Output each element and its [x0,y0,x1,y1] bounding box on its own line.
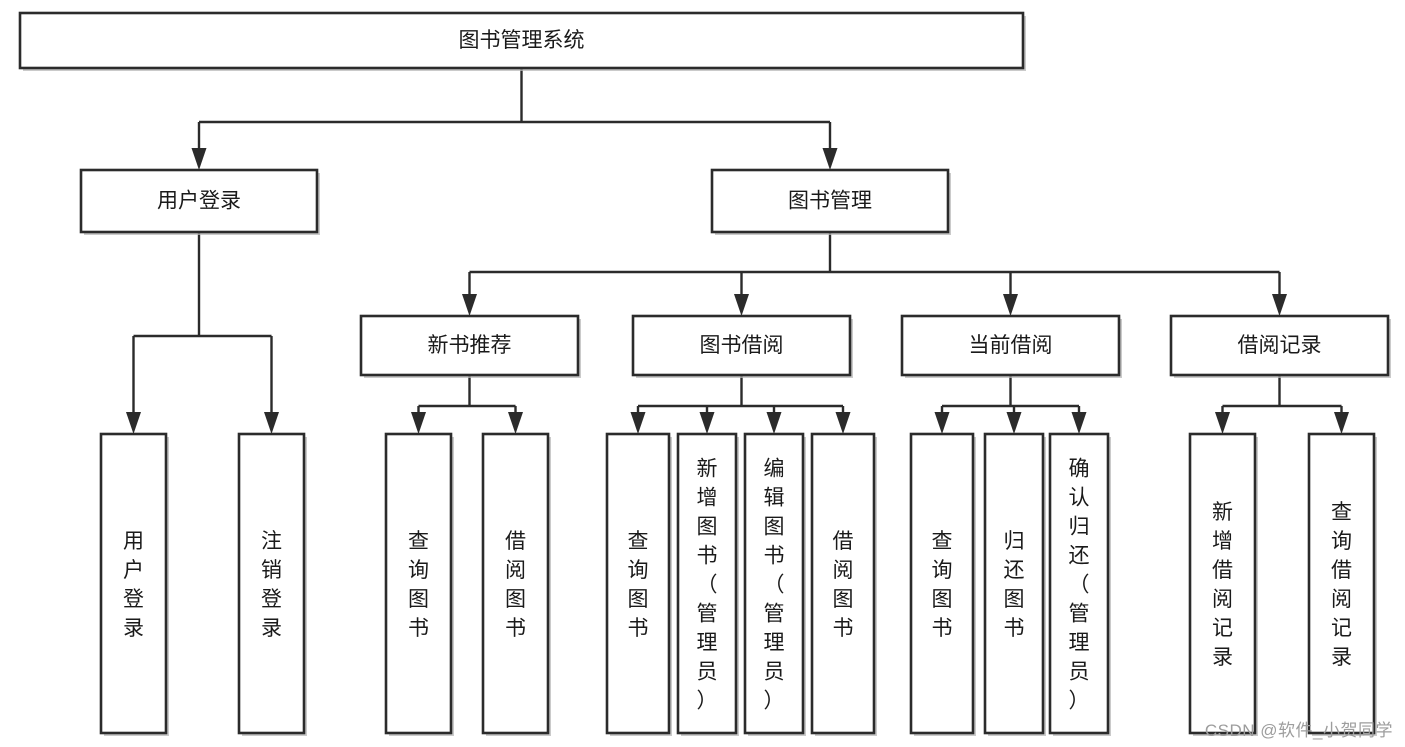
edge-group-book-borrow [630,375,851,434]
node-label: 借阅图书 [833,530,854,640]
arrow-head-icon [934,412,950,434]
arrow-head-icon [462,294,477,316]
node-leaf-return-book[interactable]: 归还图书 [983,432,1046,736]
edge-group-root [191,68,838,170]
node-leaf-logout[interactable]: 注销登录 [237,432,307,736]
node-box[interactable] [18,11,1025,70]
node-book-manage[interactable]: 图书管理 [710,168,951,235]
node-box[interactable] [481,432,550,735]
node-leaf-edit-book-admin[interactable]: 编辑图书（管理员） [743,432,806,736]
node-box[interactable] [1048,432,1110,735]
arrow-head-icon [699,412,715,434]
node-borrow-record[interactable]: 借阅记录 [1169,314,1391,378]
node-label: 图书管理 [788,190,872,213]
node-label: 查询借阅记录 [1331,501,1352,669]
node-box[interactable] [237,432,306,735]
node-box[interactable] [1169,314,1390,377]
edge-group-new-book-recommend [411,375,523,434]
edge-group-user-login [126,232,279,434]
node-book-borrow[interactable]: 图书借阅 [631,314,853,378]
node-box[interactable] [99,432,168,735]
edge-group-borrow-record [1215,375,1349,434]
node-label: 编辑图书（管理员） [764,458,785,713]
node-box[interactable] [359,314,580,377]
node-box[interactable] [605,432,671,735]
nodes-layer: 图书管理系统用户登录图书管理新书推荐图书借阅当前借阅借阅记录用户登录注销登录查询… [18,11,1391,736]
edge-group-book-manage [462,232,1287,316]
arrow-head-icon [630,412,646,434]
arrow-head-icon [734,294,749,316]
arrow-head-icon [191,148,207,170]
node-box[interactable] [900,314,1121,377]
arrow-head-icon [835,412,851,434]
node-current-borrow[interactable]: 当前借阅 [900,314,1122,378]
node-label: 归还图书 [1004,530,1025,640]
arrow-head-icon [1006,412,1022,434]
node-label: 当前借阅 [969,334,1053,357]
node-label: 查询图书 [628,530,649,640]
node-leaf-query-book-2[interactable]: 查询图书 [605,432,672,736]
arrow-head-icon [1003,294,1018,316]
node-box[interactable] [983,432,1045,735]
node-label: 新增图书（管理员） [697,458,718,713]
node-label: 用户登录 [157,190,241,213]
node-label: 查询图书 [932,530,953,640]
node-box[interactable] [743,432,805,735]
node-leaf-add-record[interactable]: 新增借阅记录 [1188,432,1258,736]
arrow-head-icon [822,148,838,170]
node-box[interactable] [676,432,738,735]
arrow-head-icon [126,412,141,434]
arrow-head-icon [1071,412,1087,434]
arrow-head-icon [264,412,279,434]
node-label: 用户登录 [123,530,144,640]
node-label: 注销登录 [261,530,282,640]
node-leaf-confirm-return-admin[interactable]: 确认归还（管理员） [1048,432,1111,736]
arrow-head-icon [1272,294,1287,316]
node-leaf-user-login[interactable]: 用户登录 [99,432,169,736]
edges-layer [126,68,1349,434]
node-leaf-query-record[interactable]: 查询借阅记录 [1307,432,1377,736]
node-box[interactable] [631,314,852,377]
node-label: 图书借阅 [700,334,784,357]
node-label: 借阅记录 [1238,334,1322,357]
edge-group-current-borrow [934,375,1087,434]
node-box[interactable] [384,432,453,735]
arrow-head-icon [411,412,426,434]
node-leaf-borrow-book-2[interactable]: 借阅图书 [810,432,877,736]
node-box[interactable] [79,168,319,234]
node-box[interactable] [1307,432,1376,735]
node-user-login[interactable]: 用户登录 [79,168,320,235]
node-leaf-query-book-3[interactable]: 查询图书 [909,432,976,736]
node-box[interactable] [710,168,950,234]
node-label: 确认归还（管理员） [1069,458,1090,713]
watermark-text: CSDN @软件_小贺同学 [1204,721,1393,740]
node-leaf-borrow-book-1[interactable]: 借阅图书 [481,432,551,736]
node-new-book-recommend[interactable]: 新书推荐 [359,314,581,378]
arrow-head-icon [1215,412,1230,434]
node-root[interactable]: 图书管理系统 [18,11,1026,71]
node-label: 图书管理系统 [459,29,585,52]
node-leaf-add-book-admin[interactable]: 新增图书（管理员） [676,432,739,736]
node-label: 借阅图书 [505,530,526,640]
node-box[interactable] [1188,432,1257,735]
arrow-head-icon [508,412,523,434]
node-box[interactable] [909,432,975,735]
node-label: 新增借阅记录 [1212,501,1233,669]
node-label: 新书推荐 [428,334,512,357]
node-label: 查询图书 [408,530,429,640]
arrow-head-icon [1334,412,1349,434]
arrow-head-icon [766,412,782,434]
node-box[interactable] [810,432,876,735]
node-leaf-query-book-1[interactable]: 查询图书 [384,432,454,736]
